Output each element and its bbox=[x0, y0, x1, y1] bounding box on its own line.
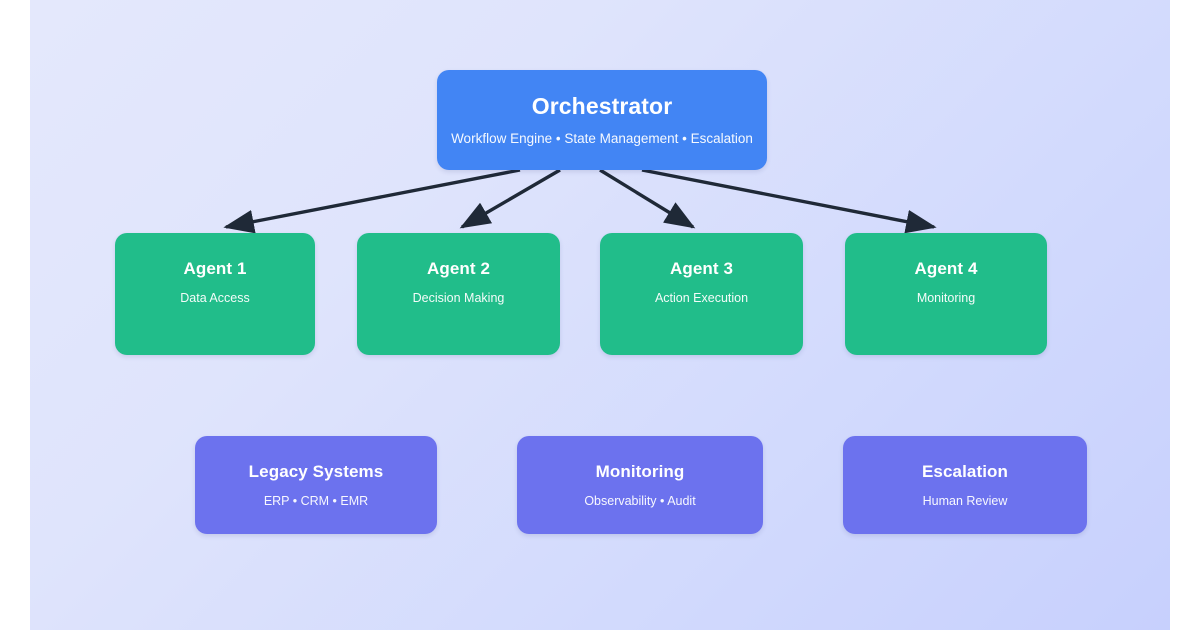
node-escalation-subtitle: Human Review bbox=[922, 494, 1008, 508]
arrow-orchestrator-to-agent-3 bbox=[599, 168, 696, 229]
node-legacy-systems-subtitle: ERP • CRM • EMR bbox=[263, 494, 369, 508]
node-agent-3-title: Agent 3 bbox=[669, 259, 734, 278]
node-agent-4-title: Agent 4 bbox=[914, 259, 978, 278]
node-orchestrator-subtitle: Workflow Engine • State Management • Esc… bbox=[451, 131, 753, 146]
node-monitoring-title: Monitoring bbox=[595, 462, 685, 481]
node-agent-1[interactable]: Agent 1 Data Access bbox=[115, 233, 315, 355]
node-orchestrator-title: Orchestrator bbox=[531, 93, 673, 119]
node-agent-1-title: Agent 1 bbox=[183, 259, 247, 278]
node-monitoring[interactable]: Monitoring Observability • Audit bbox=[517, 436, 763, 534]
arrow-orchestrator-to-agent-1 bbox=[223, 168, 521, 234]
node-agent-1-subtitle: Data Access bbox=[180, 291, 250, 305]
arrow-orchestrator-to-agent-2 bbox=[459, 168, 561, 229]
node-escalation[interactable]: Escalation Human Review bbox=[843, 436, 1087, 534]
node-agent-4[interactable]: Agent 4 Monitoring bbox=[845, 233, 1047, 355]
node-agent-3[interactable]: Agent 3 Action Execution bbox=[600, 233, 803, 355]
node-agent-3-subtitle: Action Execution bbox=[654, 291, 749, 305]
node-orchestrator[interactable]: Orchestrator Workflow Engine • State Man… bbox=[437, 70, 767, 170]
node-agent-2[interactable]: Agent 2 Decision Making bbox=[357, 233, 560, 355]
node-agent-2-title: Agent 2 bbox=[426, 259, 491, 278]
node-escalation-title: Escalation bbox=[921, 462, 1009, 481]
node-agent-2-subtitle: Decision Making bbox=[412, 291, 505, 305]
node-agent-4-subtitle: Monitoring bbox=[916, 291, 976, 305]
node-legacy-systems-title: Legacy Systems bbox=[248, 462, 384, 481]
arrow-orchestrator-to-agent-4 bbox=[641, 168, 937, 234]
node-legacy-systems[interactable]: Legacy Systems ERP • CRM • EMR bbox=[195, 436, 437, 534]
node-monitoring-subtitle: Observability • Audit bbox=[584, 494, 696, 508]
diagram-canvas: Orchestrator Workflow Engine • State Man… bbox=[30, 0, 1170, 630]
